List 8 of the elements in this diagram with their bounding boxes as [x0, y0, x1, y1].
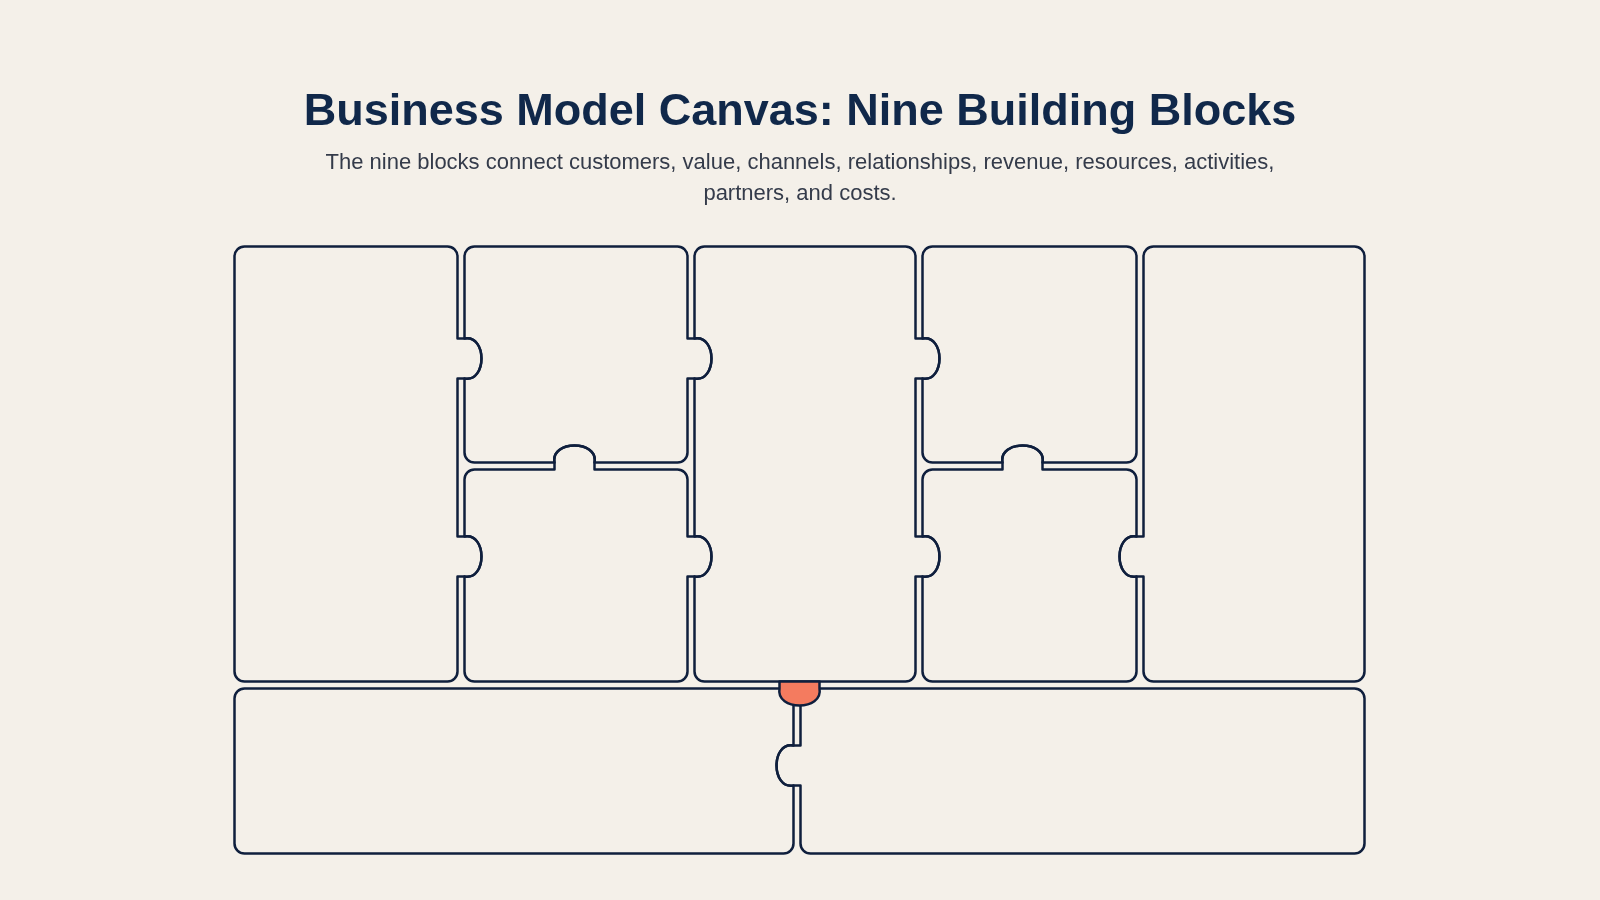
puzzle-piece [920, 443, 1138, 683]
caption: The nine blocks connect customers, value, channels, relationships, revenue, resources, activities, partners, and costs. [324, 148, 1276, 207]
title: Business Model Canvas: Nine Building Blocks [303, 83, 1297, 137]
puzzle-piece [774, 686, 1366, 855]
puzzle-piece [692, 244, 941, 707]
puzzle-piece [920, 244, 1138, 464]
puzzle-piece [232, 686, 795, 855]
puzzle-piece [1117, 244, 1366, 683]
